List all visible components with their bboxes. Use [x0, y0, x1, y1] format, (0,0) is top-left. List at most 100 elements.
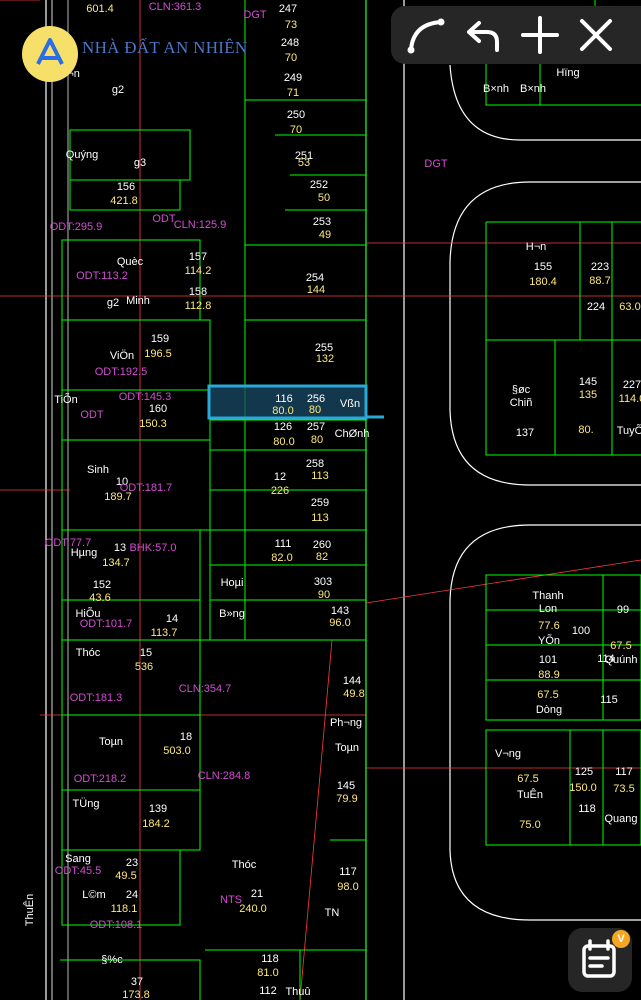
- plus-icon: [521, 16, 559, 54]
- map-label: 100: [572, 625, 590, 637]
- map-label: 132: [316, 353, 334, 365]
- map-label: Toµn: [335, 742, 359, 754]
- map-label: 15: [140, 647, 152, 659]
- map-label: Hoµi: [221, 577, 244, 589]
- map-label: NTS: [220, 894, 242, 906]
- map-label: 10: [116, 476, 128, 488]
- notification-badge: V: [612, 930, 630, 948]
- curve-icon: [407, 18, 445, 54]
- map-label: ODT: [152, 213, 176, 225]
- map-label: 50: [318, 192, 330, 204]
- road-curb-block-right-2: [449, 524, 641, 921]
- map-label: 113: [311, 512, 329, 524]
- map-label: ChØnh: [335, 428, 370, 440]
- map-label: 250: [287, 109, 305, 121]
- map-label: 113: [311, 470, 329, 482]
- map-label: 240.0: [239, 903, 267, 915]
- map-label: ODT:295.9: [50, 221, 103, 233]
- calendar-fab[interactable]: V: [568, 928, 632, 992]
- map-label: 99: [617, 604, 629, 616]
- map-label: 157: [189, 251, 207, 263]
- brand-logo: NHÀ ĐẤT AN NHIÊN: [20, 24, 360, 84]
- map-label: 49.5: [115, 870, 136, 882]
- map-label: 80: [309, 404, 321, 416]
- map-label: TuÊn: [517, 788, 543, 801]
- map-label: 227: [623, 379, 641, 391]
- map-label: 118: [578, 803, 596, 815]
- undo-button[interactable]: [459, 12, 505, 58]
- map-label: 159: [151, 333, 169, 345]
- red-line-4: [365, 559, 641, 604]
- map-label: TÜng: [73, 798, 100, 810]
- map-label: 226: [271, 485, 289, 497]
- map-label: 258: [306, 458, 324, 470]
- curve-tool-button[interactable]: [403, 12, 449, 58]
- map-label: 112: [259, 985, 277, 997]
- map-label: DGT: [243, 9, 267, 21]
- map-label: 260: [313, 539, 331, 551]
- map-label: 150.0: [569, 782, 597, 794]
- map-label: CLN:284.8: [198, 770, 251, 782]
- map-label: 111: [275, 538, 292, 550]
- map-label: TuyÕn: [617, 424, 641, 437]
- map-label: 247: [279, 3, 297, 15]
- close-button[interactable]: [573, 12, 619, 58]
- map-label: 12: [274, 471, 286, 483]
- map-label: 126: [274, 421, 292, 433]
- selected-parcel-highlight[interactable]: [207, 384, 368, 420]
- brand-logo-icon: [22, 26, 78, 82]
- map-label: 115: [600, 694, 618, 706]
- map-label: 70: [290, 124, 302, 136]
- map-label: 256: [307, 393, 325, 405]
- red-line-8: [299, 639, 333, 1000]
- map-label: 80: [311, 434, 323, 446]
- map-label: 152: [93, 579, 111, 591]
- map-label: V¬ng: [495, 748, 521, 760]
- map-label: g2: [112, 84, 124, 96]
- map-label: 70: [285, 52, 297, 64]
- map-label: 98.0: [337, 881, 358, 893]
- close-icon: [580, 19, 612, 51]
- parcel-lower-mid: [60, 639, 367, 1000]
- map-label: 137: [516, 427, 534, 439]
- map-label: 80.0: [272, 405, 293, 417]
- map-label: Quèc: [117, 256, 144, 268]
- parcel-right-block-1: [485, 221, 641, 456]
- map-label: 43.6: [89, 592, 110, 604]
- map-label: 13: [114, 542, 126, 554]
- map-label: HiÕu: [75, 607, 100, 620]
- map-label: 63.0: [619, 301, 640, 313]
- map-label: 37: [131, 976, 143, 988]
- map-label: B×nh: [520, 83, 546, 95]
- map-label: 118.1: [111, 903, 138, 915]
- map-label: 114: [597, 653, 615, 665]
- map-label: 96.0: [329, 617, 350, 629]
- parcel-col-small: [209, 0, 367, 640]
- map-label: 73: [285, 19, 297, 31]
- map-label: ODT:45.5: [55, 865, 101, 877]
- map-label: YÕn: [538, 634, 560, 647]
- map-label: Minh: [126, 295, 150, 307]
- road-curb-top-right: [449, 64, 641, 141]
- map-label: 49: [319, 229, 331, 241]
- map-label: Toµn: [99, 736, 123, 748]
- map-label: B»ng: [219, 608, 245, 620]
- map-label: 173.8: [122, 989, 150, 1000]
- map-label: Dòng: [536, 704, 562, 716]
- map-label: 53: [298, 157, 310, 169]
- map-label: 117: [615, 766, 633, 778]
- map-label: §øc: [512, 384, 531, 396]
- map-label: ODT:101.7: [80, 618, 133, 630]
- map-label: 80.: [578, 424, 593, 436]
- map-label: ODT:77.7: [45, 537, 91, 549]
- map-label: 135: [579, 389, 597, 401]
- map-label: 189.7: [104, 491, 132, 503]
- map-label: Quang: [604, 813, 637, 825]
- map-label: 253: [313, 216, 331, 228]
- map-label: 249: [284, 72, 302, 84]
- add-button[interactable]: [517, 12, 563, 58]
- map-label: 155: [534, 261, 552, 273]
- map-label: ODT:192.5: [95, 366, 148, 378]
